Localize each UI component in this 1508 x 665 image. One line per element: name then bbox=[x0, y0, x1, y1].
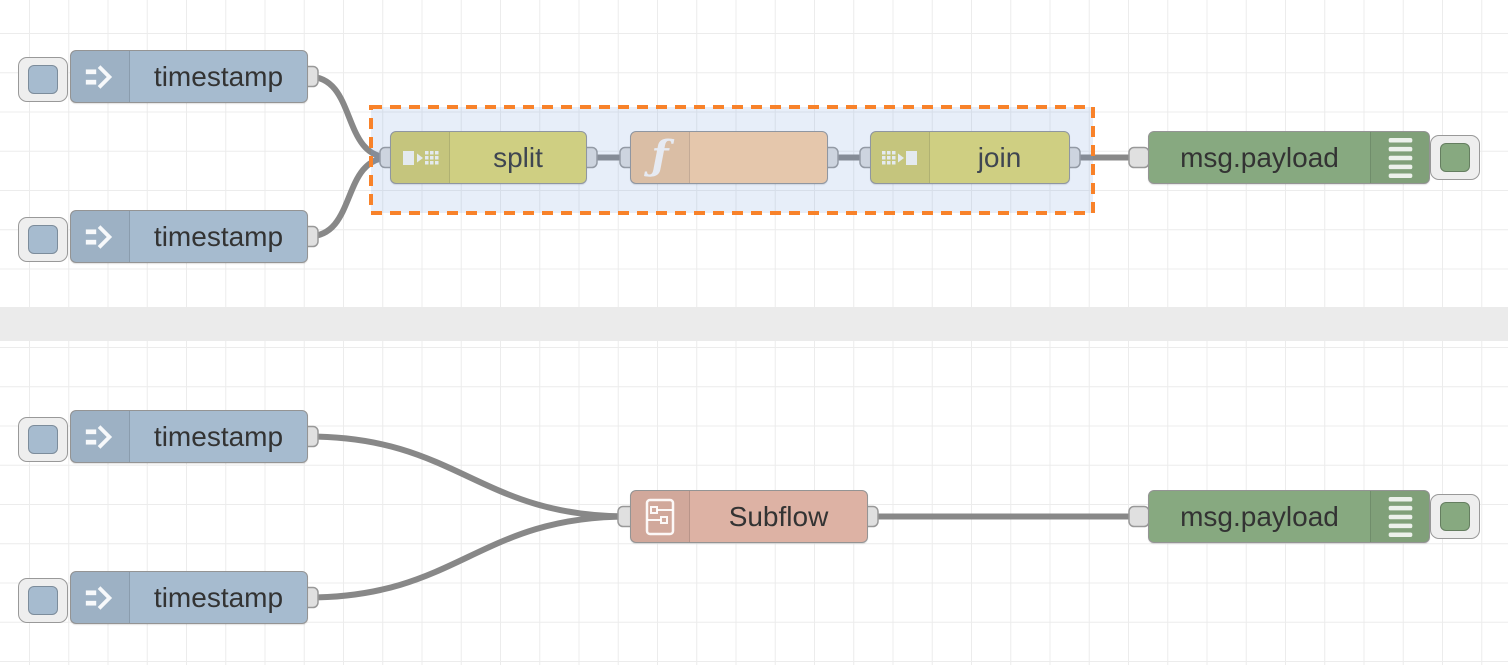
inject-button-pad bbox=[28, 225, 58, 254]
wire-inject1-split[interactable] bbox=[305, 73, 393, 161]
italic-f-icon: ƒ bbox=[651, 131, 669, 179]
input-port-debug1[interactable] bbox=[1128, 146, 1150, 169]
inject-icon-region bbox=[71, 572, 130, 623]
join-node[interactable]: join bbox=[870, 131, 1070, 184]
node-label: Subflow bbox=[728, 500, 829, 532]
flow-divider bbox=[0, 307, 1508, 341]
inject-button[interactable] bbox=[18, 417, 68, 462]
input-port-debug2[interactable] bbox=[1128, 505, 1150, 528]
split-blocks-icon bbox=[403, 150, 439, 165]
wire-inject4-subflow[interactable] bbox=[305, 513, 631, 601]
arrow-right-icon bbox=[85, 424, 113, 449]
function-node[interactable]: ƒ bbox=[630, 131, 828, 184]
node-label: split bbox=[493, 141, 543, 173]
inject-node-1[interactable]: timestamp bbox=[70, 50, 308, 103]
node-label: timestamp bbox=[153, 420, 284, 452]
node-label: join bbox=[977, 141, 1022, 173]
wire-inject2-split[interactable] bbox=[305, 154, 393, 240]
debug-node-2[interactable]: msg.payload bbox=[1148, 490, 1430, 543]
inject-icon-region bbox=[71, 211, 130, 262]
arrow-right-icon bbox=[85, 64, 113, 89]
node-label: timestamp bbox=[153, 60, 284, 92]
inject-button-pad bbox=[28, 586, 58, 615]
arrow-right-icon bbox=[85, 224, 113, 249]
node-label: timestamp bbox=[153, 220, 284, 252]
debug-toggle-pad bbox=[1440, 143, 1470, 172]
inject-button[interactable] bbox=[18, 57, 68, 102]
inject-node-4[interactable]: timestamp bbox=[70, 571, 308, 624]
node-label bbox=[690, 132, 827, 183]
inject-icon-region bbox=[71, 51, 130, 102]
inject-button[interactable] bbox=[18, 578, 68, 623]
list-lines-icon bbox=[1388, 137, 1412, 178]
inject-button-pad bbox=[28, 65, 58, 94]
debug-icon-region bbox=[1370, 491, 1429, 542]
split-node[interactable]: split bbox=[390, 131, 587, 184]
subflow-diagram-icon bbox=[645, 498, 675, 535]
inject-button[interactable] bbox=[18, 217, 68, 262]
join-icon-region bbox=[871, 132, 930, 183]
subflow-node[interactable]: Subflow bbox=[630, 490, 868, 543]
node-label: timestamp bbox=[153, 581, 284, 613]
inject-icon-region bbox=[71, 411, 130, 462]
debug-node-1[interactable]: msg.payload bbox=[1148, 131, 1430, 184]
debug-toggle-button[interactable] bbox=[1430, 494, 1480, 539]
join-blocks-icon bbox=[882, 150, 917, 165]
subflow-icon-region bbox=[631, 491, 690, 542]
list-lines-icon bbox=[1388, 496, 1412, 537]
debug-icon-region bbox=[1370, 132, 1429, 183]
inject-node-2[interactable]: timestamp bbox=[70, 210, 308, 263]
node-label: msg.payload bbox=[1180, 141, 1339, 173]
arrow-right-icon bbox=[85, 585, 113, 610]
inject-button-pad bbox=[28, 425, 58, 454]
function-icon-region: ƒ bbox=[631, 132, 690, 183]
node-label: msg.payload bbox=[1180, 500, 1339, 532]
debug-toggle-button[interactable] bbox=[1430, 135, 1480, 180]
debug-toggle-pad bbox=[1440, 502, 1470, 531]
split-icon-region bbox=[391, 132, 450, 183]
inject-node-3[interactable]: timestamp bbox=[70, 410, 308, 463]
wire-inject3-subflow[interactable] bbox=[305, 433, 631, 520]
